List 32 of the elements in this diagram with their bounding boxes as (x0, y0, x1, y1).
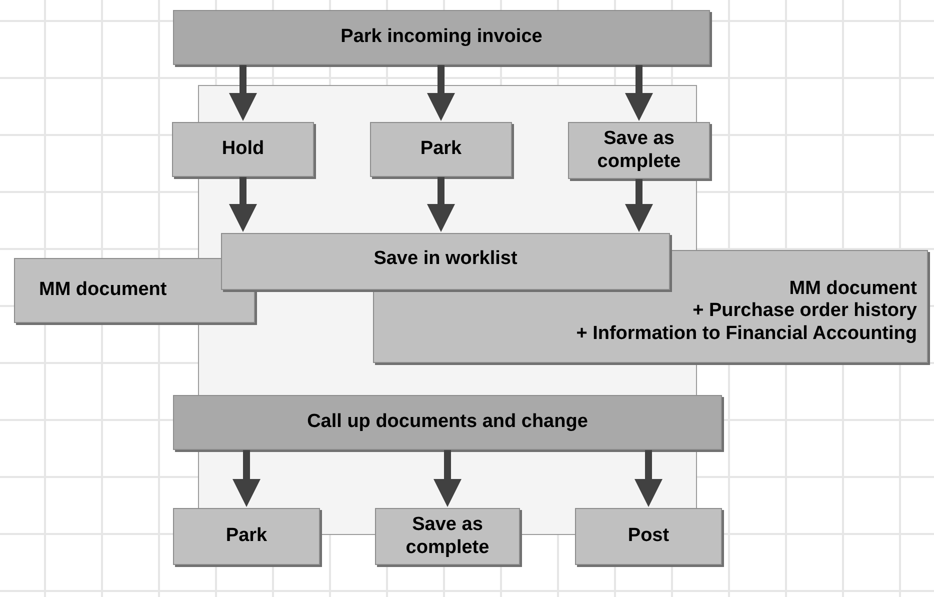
arrow (427, 65, 455, 121)
box-label: Call up documents and change (307, 411, 588, 434)
box-label: MM document (789, 278, 917, 300)
process-box (172, 122, 314, 177)
box-label: Park (226, 525, 268, 548)
process-box (14, 258, 255, 323)
arrow (427, 177, 455, 232)
process-box (173, 395, 722, 450)
box-label: + Information to Financial Accounting (576, 323, 917, 346)
process-box (221, 233, 670, 290)
process-box (568, 122, 710, 179)
arrow (634, 450, 662, 507)
box-label: Hold (222, 138, 264, 161)
box-label: Park incoming invoice (340, 26, 542, 49)
process-box (370, 122, 512, 177)
arrow (232, 450, 260, 507)
arrow (625, 179, 653, 232)
process-box (375, 508, 520, 565)
process-box (173, 508, 320, 565)
arrow (229, 177, 257, 232)
box-label: Park (420, 138, 462, 161)
process-box (173, 10, 710, 65)
box-label: MM document (39, 279, 167, 302)
box-label: Save in worklist (374, 248, 518, 271)
process-box (575, 508, 722, 565)
box-label: Save as complete (596, 128, 682, 174)
box-label: Post (628, 525, 670, 548)
box-label: Save as complete (404, 514, 490, 560)
arrow (434, 450, 462, 507)
box-label: + Purchase order history (692, 300, 917, 324)
arrow (625, 65, 653, 121)
arrow (229, 65, 257, 121)
